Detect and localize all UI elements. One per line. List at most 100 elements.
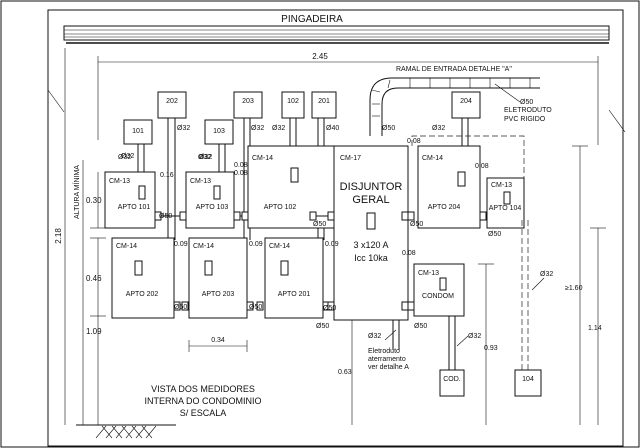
top-box-204-pipe: Ø32 (432, 125, 445, 132)
caption-line-3: S/ ESCALA (180, 408, 227, 418)
caption-line-2: INTERNA DO CONDOMINIO (144, 396, 261, 406)
gap-008e: 0.08 (402, 250, 416, 257)
top-box-103-label: 103 (213, 128, 225, 135)
wall-outline (47, 9, 624, 447)
main-breaker-icc: Icc 10ka (354, 253, 388, 263)
top-box-203-label: 203 (242, 98, 254, 105)
pipe-label-103-in: Ø32 (198, 154, 211, 161)
main-breaker-title-1: DISJUNTOR (340, 181, 403, 193)
meter-apto-202-name: APTO 202 (126, 291, 159, 298)
top-box-203 (233, 91, 263, 119)
dimension-box-width: 0.34 (188, 337, 248, 352)
meter-apto-203-name: APTO 203 (202, 291, 235, 298)
gap-008a: 0.08 (234, 162, 248, 169)
main-breaker-title-2: GERAL (352, 194, 389, 206)
cod-pipe-label: Ø32 (468, 333, 481, 340)
gap-dimensions: 0.16 0.08 0.08 0.08 0.08 0.09 0.09 0.09 … (160, 138, 489, 257)
caption-line-1: VISTA DOS MEDIDORES (151, 384, 255, 394)
meter-apto-201-name: APTO 201 (278, 291, 311, 298)
top-box-101 (123, 119, 153, 145)
ground-conduit: Ø32 Eletroduto aterramento ver detalhe A (368, 320, 409, 371)
gap-009a: 0.09 (174, 241, 188, 248)
entry-conduit-label-1: ELETRODUTO (504, 107, 552, 114)
top-box-103-pipe: Ø32 (199, 154, 212, 161)
top-box-203-pipe: Ø32 (251, 125, 264, 132)
meter-apto-201: CM-14 APTO 201 (264, 237, 324, 319)
box-width-label: 0.34 (211, 337, 225, 344)
entry-conduit-size: Ø50 (520, 99, 533, 106)
height-min-label: ALTURA MÍNIMA (72, 165, 81, 219)
couplers (154, 211, 487, 311)
meter-apto-203: CM-14 APTO 203 (188, 237, 248, 319)
right-dimensions: 0.93 1.14 ≥1.60 (478, 145, 606, 425)
top-box-102 (281, 91, 305, 119)
main-breaker-code: CM-17 (340, 155, 361, 162)
gap-008d: 0.08 (475, 163, 489, 170)
meter-apto-204-name: APTO 204 (428, 204, 461, 211)
width-total-label: 2.45 (312, 52, 328, 61)
box-104-bottom: Ø32 104 (411, 135, 553, 397)
top-box-202-label: 202 (166, 98, 178, 105)
meter-condom-name: CONDOM (422, 293, 454, 300)
right-114-label: 1.14 (588, 325, 602, 332)
top-box-101-pipe: Ø32 (121, 153, 134, 160)
top-box-204-label: 204 (460, 98, 472, 105)
pipe-label-101: Ø50 (159, 213, 172, 220)
meter-apto-102-code: CM-14 (252, 155, 273, 162)
meter-apto-201-code: CM-14 (269, 243, 290, 250)
meter-apto-104: CM-13 APTO 104 (486, 177, 525, 229)
box-104-bottom-label: 104 (522, 376, 534, 383)
meter-apto-104-name: APTO 104 (489, 205, 522, 212)
meter-apto-101-name: APTO 101 (118, 204, 151, 211)
top-box-102-pipe: Ø32 (272, 125, 285, 132)
cod-box: Ø32 COD. (439, 316, 481, 397)
pingadeira-title: PINGADEIRA (281, 14, 343, 25)
dimension-height-total: 2.18 ALTURA MÍNIMA 0.30 0.46 1.09 (54, 48, 106, 425)
meter-apto-101: CM-13 APTO 101 (104, 171, 156, 229)
main-pipe-top: Ø50 (382, 125, 395, 132)
ground-label-3: ver detalhe A (368, 364, 409, 371)
ground-label-2: aterramento (368, 356, 406, 363)
meter-apto-204-code: CM-14 (422, 155, 443, 162)
pipe-label-202: Ø50 (174, 304, 187, 311)
meter-condom-code: CM-13 (418, 270, 439, 277)
top-box-103 (204, 119, 234, 145)
meter-apto-202-code: CM-14 (116, 243, 137, 250)
meter-apto-202: CM-14 APTO 202 (111, 237, 175, 319)
right-160-label: ≥1.60 (565, 285, 583, 292)
gap-016: 0.16 (160, 172, 174, 179)
top-box-202-pipe: Ø32 (177, 125, 190, 132)
main-breaker-rating: 3 x120 A (353, 240, 388, 250)
dimension-main-bottom: 0.63 (338, 320, 353, 425)
meter-apto-203-code: CM-14 (193, 243, 214, 250)
top-box-204 (451, 91, 481, 119)
meter-apto-102: CM-14 APTO 102 (247, 145, 335, 229)
meter-apto-104-code: CM-13 (491, 182, 512, 189)
caption: VISTA DOS MEDIDORES INTERNA DO CONDOMINI… (144, 384, 261, 418)
top-box-201-label: 201 (318, 98, 330, 105)
pipe-label-101-in: Ø32 (118, 154, 131, 161)
bottom-offset-label: 1.09 (86, 327, 102, 336)
top-box-202 (157, 91, 187, 119)
meter-apto-102-name: APTO 102 (264, 204, 297, 211)
ground-label-1: Eletroduto (368, 348, 400, 355)
pipe-label-203: Ø50 (249, 304, 262, 311)
pingadeira: PINGADEIRA (63, 14, 610, 44)
pipe-label-104: Ø50 (488, 231, 501, 238)
box-104-pipe-label: Ø32 (540, 271, 553, 278)
pipe-label-201: Ø50 (323, 305, 336, 312)
pipe-label-main-bottom: Ø50 (316, 323, 329, 330)
row1-height-label: 0.30 (86, 196, 102, 205)
gap-009c: 0.09 (325, 241, 339, 248)
cod-box-label: COD. (443, 376, 461, 383)
top-box-201 (311, 91, 337, 119)
meter-apto-101-code: CM-13 (109, 178, 130, 185)
main-bottom-label: 0.63 (338, 369, 352, 376)
meter-apto-204: CM-14 APTO 204 (417, 145, 481, 229)
main-breaker: CM-17 DISJUNTOR GERAL 3 x120 A Icc 10ka (333, 145, 409, 321)
meter-apto-103-name: APTO 103 (196, 204, 229, 211)
meter-condom: CM-13 CONDOM (413, 263, 465, 317)
link-pipe-labels: Ø50 Ø50 Ø50 Ø50 Ø50 Ø50 Ø50 Ø50 Ø50 Ø32 … (118, 154, 501, 330)
